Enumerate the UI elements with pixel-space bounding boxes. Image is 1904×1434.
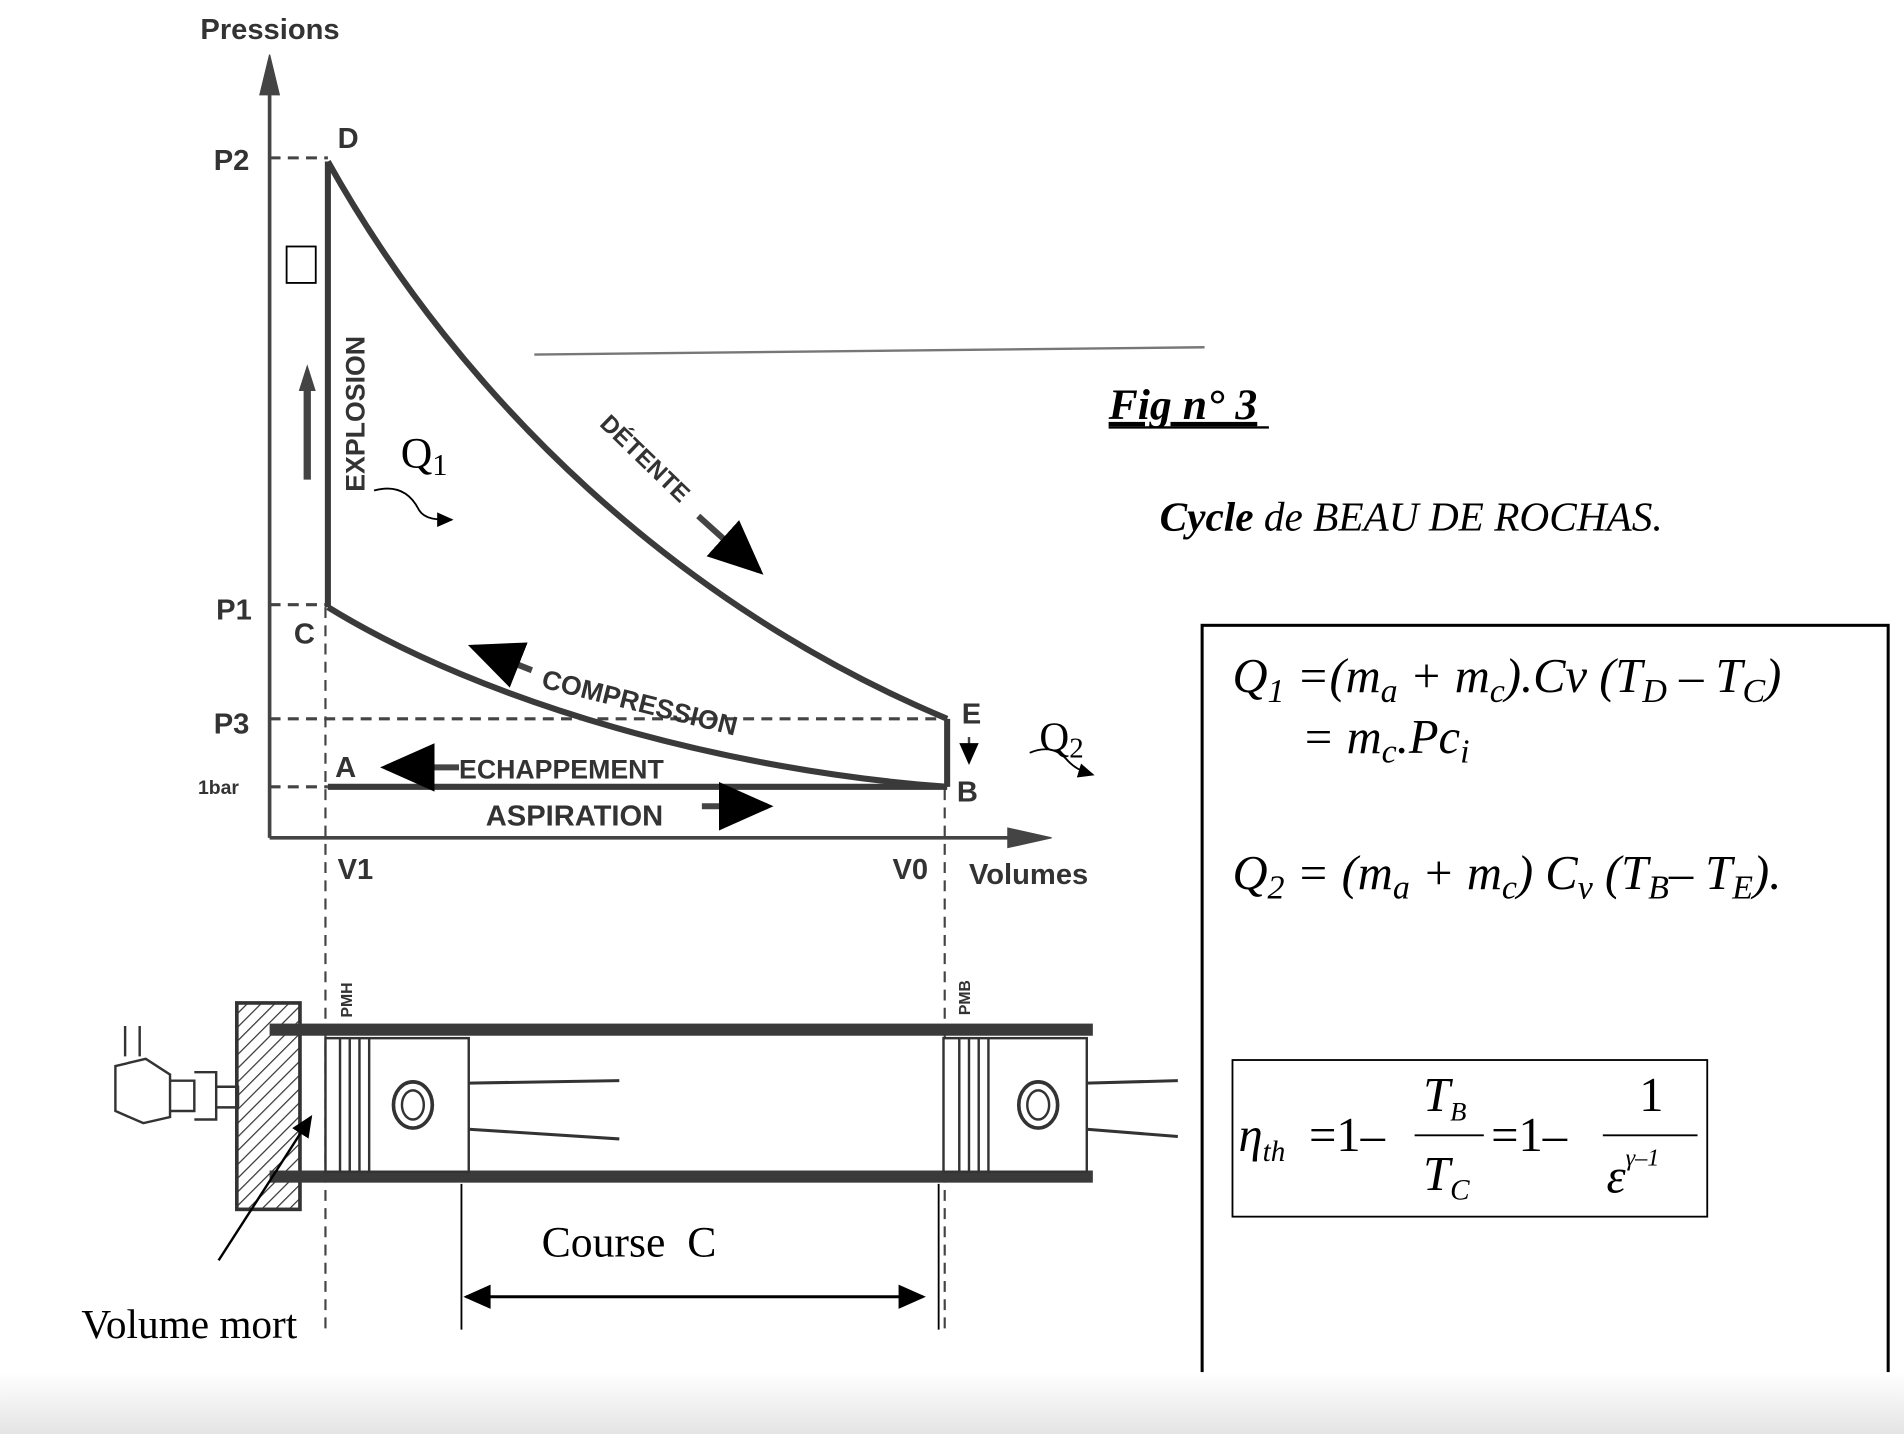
point-b: B <box>957 776 978 808</box>
rod-tdc-bottom <box>468 1127 620 1141</box>
guide-dashes <box>269 156 948 1330</box>
formula-q1: Q1 =(ma + mc).Cv (TD – TC) <box>1232 649 1781 710</box>
q1-wavy-arrow-icon <box>373 487 454 527</box>
q2-label: Q2 <box>1039 713 1083 764</box>
tick-p3: P3 <box>214 708 250 740</box>
pmb-label: PMB <box>957 980 974 1015</box>
point-a: A <box>335 752 356 784</box>
frac2-den: εγ–1 <box>1606 1145 1659 1204</box>
volume-mort-arrow-icon <box>217 1115 313 1262</box>
spark-plug-icon <box>114 1026 240 1125</box>
frac1-num: TB <box>1423 1068 1466 1127</box>
rod-tdc-top <box>468 1079 620 1085</box>
tick-p1: P1 <box>216 594 252 626</box>
course-label: Course C <box>542 1219 717 1267</box>
cylinder-drawing <box>114 1001 1178 1330</box>
formula-q2: Q2 = (ma + mc) Cv (TB– TE). <box>1232 846 1781 907</box>
small-box <box>285 245 317 284</box>
x-axis-label: Volumes <box>969 859 1088 891</box>
detente-arrow-icon <box>696 513 764 575</box>
piston-bdc <box>942 1036 1088 1173</box>
compression-arrow-icon <box>467 642 533 688</box>
cylinder-bottom-wall <box>269 1170 1093 1183</box>
q1-label: Q1 <box>401 429 448 481</box>
frac1-den: TC <box>1423 1147 1470 1207</box>
piston-tdc <box>324 1036 470 1173</box>
point-e: E <box>962 699 981 731</box>
efficiency-formula: ηth =1– TB TC =1– 1 εγ–1 <box>1231 1059 1709 1218</box>
phase-echappement: ECHAPPEMENT <box>459 754 664 784</box>
tick-v0: V0 <box>893 854 929 886</box>
figure-number: Fig n° 3 <box>1108 381 1258 429</box>
eta: ηth <box>1239 1108 1286 1168</box>
cycle-title: Cycle de BEAU DE ROCHAS. <box>1160 494 1663 540</box>
y-axis-arrow-icon <box>259 54 281 96</box>
formula-q1-line2: = mc.Pci <box>1302 710 1470 771</box>
eq2: =1– <box>1491 1108 1568 1162</box>
eq1: =1– <box>1309 1108 1386 1162</box>
cylinder-top-wall <box>269 1023 1093 1036</box>
point-d: D <box>338 123 359 155</box>
q2-wavy-arrow-icon <box>1029 748 1095 778</box>
pmh-label: PMH <box>339 982 356 1017</box>
rod-bdc-bottom <box>1086 1127 1178 1139</box>
y-axis-label: Pressions <box>200 14 339 46</box>
tick-p2: P2 <box>214 145 250 177</box>
faint-rule <box>534 346 1205 356</box>
efficiency-box <box>1231 1059 1709 1218</box>
point-c: C <box>294 619 315 651</box>
bottom-fade <box>0 1372 1904 1434</box>
compression-curve <box>326 604 948 790</box>
phase-aspiration: ASPIRATION <box>486 801 663 833</box>
rod-bdc-top <box>1086 1079 1178 1085</box>
x-axis-arrow-icon <box>1007 827 1052 849</box>
frac2-num: 1 <box>1639 1068 1663 1122</box>
phase-compression: COMPRESSION <box>539 664 741 742</box>
tick-v1: V1 <box>338 854 374 886</box>
tick-1bar: 1bar <box>198 777 239 799</box>
pv-diagram <box>259 54 1095 1330</box>
phase-detente: DÉTENTE <box>594 409 695 508</box>
up-arrow-icon <box>298 364 316 480</box>
phase-explosion: EXPLOSION <box>340 336 370 492</box>
volume-mort-label: Volume mort <box>81 1301 297 1347</box>
detente-curve <box>325 160 949 722</box>
